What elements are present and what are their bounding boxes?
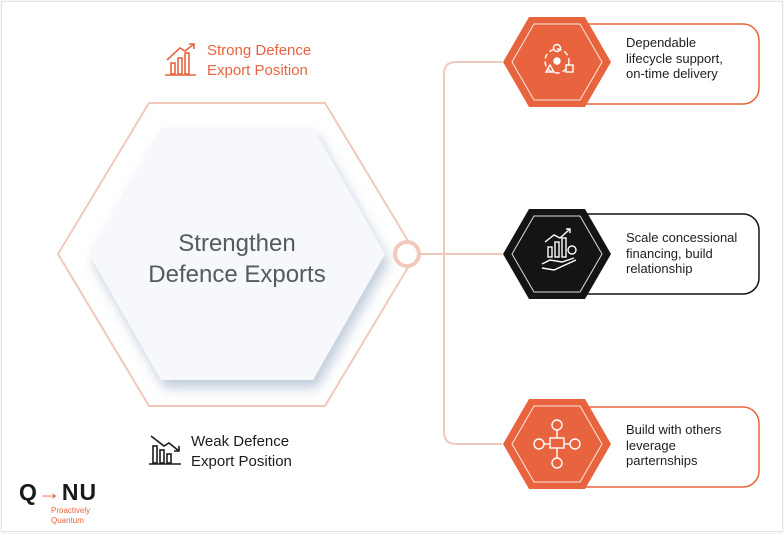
card-financing-text: Scale concessional financing, build rela… bbox=[626, 230, 737, 277]
connector-lines bbox=[418, 61, 502, 445]
card-partnership-line-3: parternships bbox=[626, 453, 698, 468]
partnership-network-icon bbox=[533, 419, 581, 469]
card-partnership-text: Build with others leverage parternships bbox=[626, 422, 721, 469]
logo-letter-q: Q bbox=[19, 479, 38, 505]
card-financing-line-3: relationship bbox=[626, 261, 693, 276]
center-hexagon bbox=[89, 128, 385, 380]
card-partnership-line-2: leverage bbox=[626, 437, 676, 453]
lifecycle-cycle-icon bbox=[544, 43, 574, 74]
card-lifecycle bbox=[503, 17, 760, 107]
logo-letters-nu: NU bbox=[61, 479, 98, 505]
center-title: Strengthen Defence Exports bbox=[107, 228, 367, 290]
weak-position-line-1: Weak Defence bbox=[191, 433, 290, 450]
qnu-logo: Q→NU bbox=[19, 479, 97, 506]
card-financing-hexagon bbox=[503, 209, 611, 299]
strong-position-line-2: Export Position bbox=[207, 61, 308, 79]
strong-position-label: Strong Defence Export Position bbox=[207, 41, 311, 80]
center-title-line-2: Defence Exports bbox=[148, 261, 326, 288]
card-financing-line-1: Scale concessional bbox=[626, 230, 738, 245]
card-partnership-line-1: Build with others bbox=[626, 422, 722, 437]
card-lifecycle-line-1: Dependable bbox=[626, 35, 697, 50]
weak-position-line-2: Export Position bbox=[191, 452, 292, 470]
center-title-line-1: Strengthen bbox=[178, 230, 296, 257]
weak-position-label: Weak Defence Export Position bbox=[191, 432, 292, 471]
weak-decline-chart-icon bbox=[149, 435, 181, 465]
logo-arrow-icon: → bbox=[37, 479, 62, 505]
financing-growth-icon bbox=[541, 228, 577, 271]
logo-tagline: Proactively Quantum bbox=[51, 506, 90, 526]
card-financing bbox=[503, 209, 760, 299]
logo-tagline-line-2: Quantum bbox=[51, 516, 84, 525]
card-financing-line-2: financing, build bbox=[626, 245, 713, 261]
card-lifecycle-line-2: lifecycle support, bbox=[626, 50, 723, 66]
strong-growth-chart-icon bbox=[165, 43, 196, 76]
strong-position-line-1: Strong Defence bbox=[207, 42, 312, 59]
card-lifecycle-text: Dependable lifecycle support, on-time de… bbox=[626, 35, 723, 82]
card-partnership bbox=[503, 399, 760, 489]
connector-node bbox=[393, 240, 421, 268]
logo-tagline-line-1: Proactively bbox=[51, 506, 91, 515]
card-lifecycle-line-3: on-time delivery bbox=[626, 66, 718, 81]
card-partnership-hexagon bbox=[503, 399, 611, 489]
